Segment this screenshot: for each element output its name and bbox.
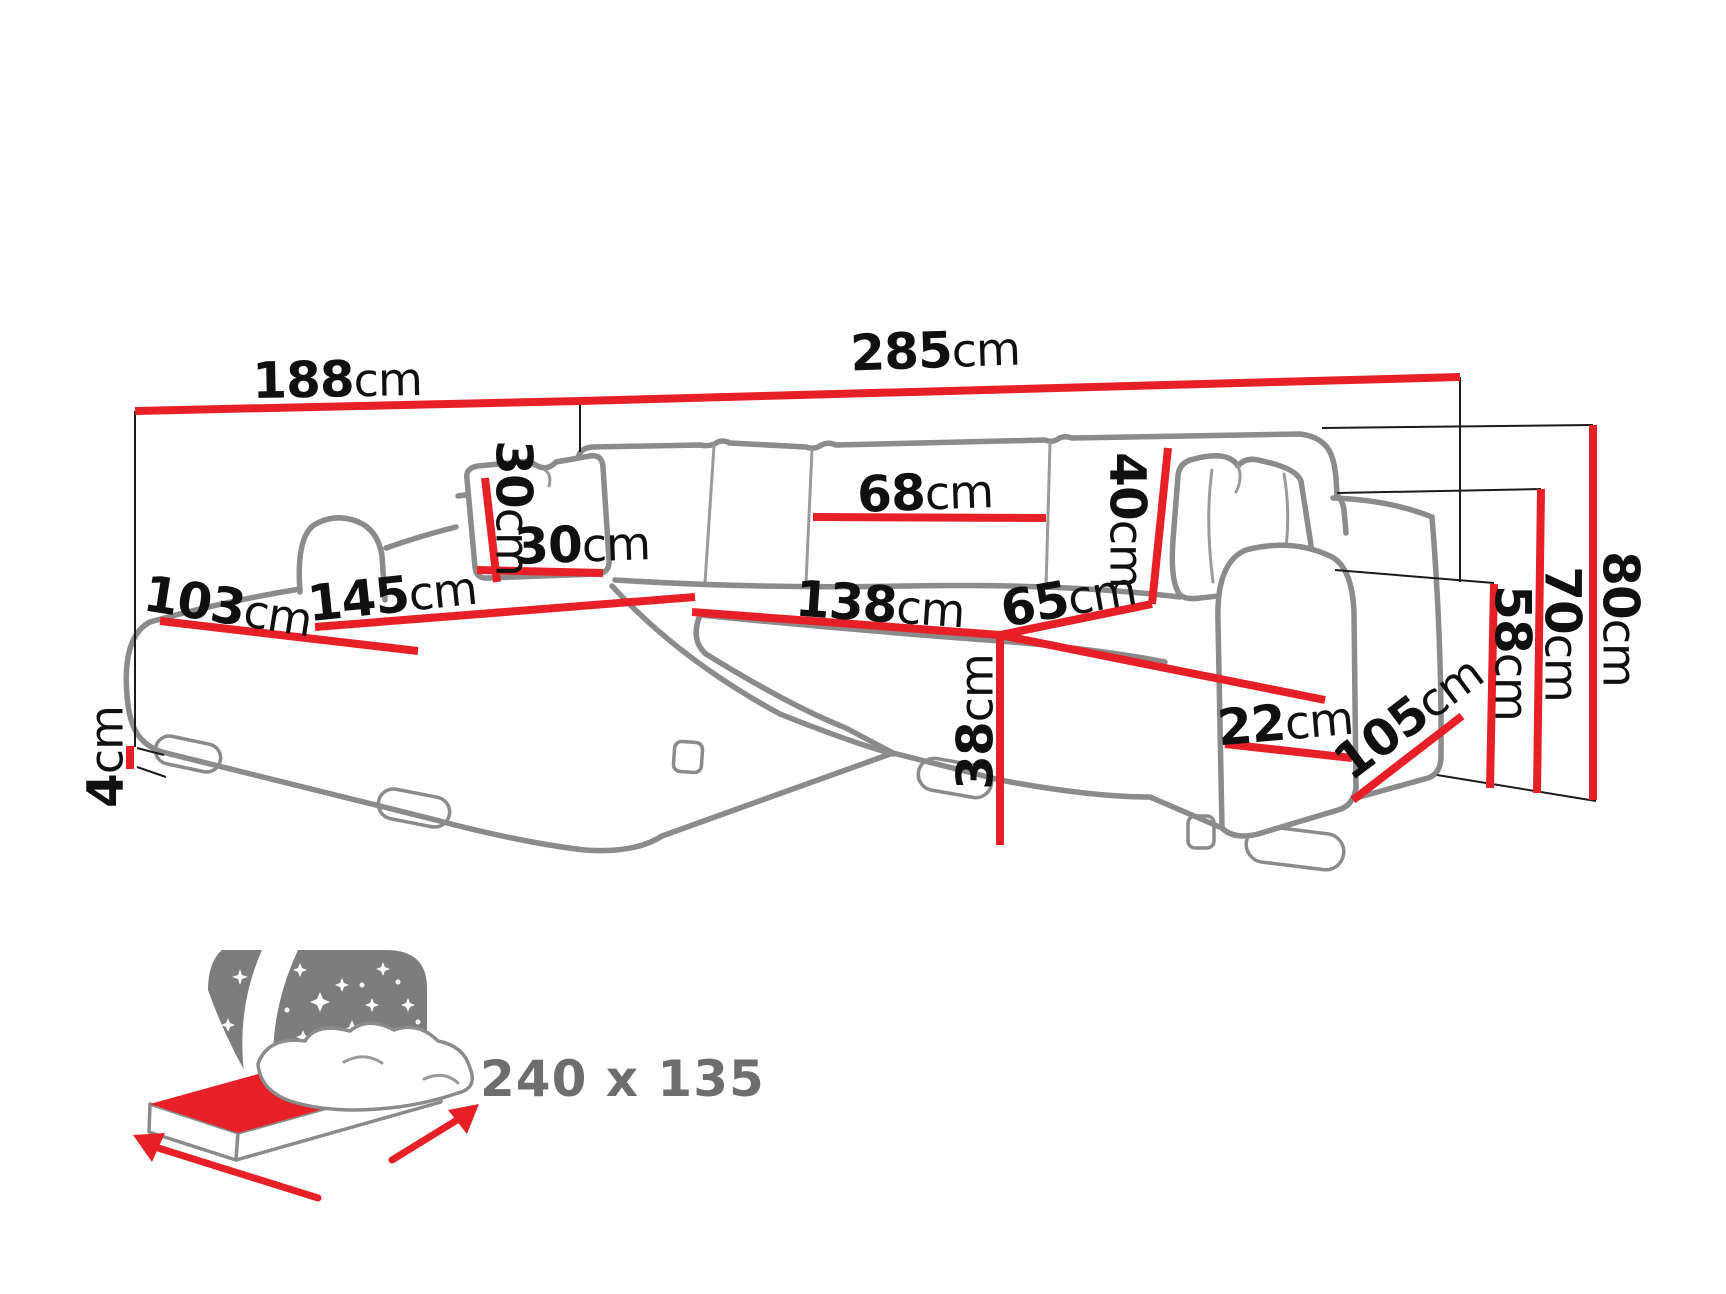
seat-front-corner [693,612,896,756]
label-22cm: 22cm [1215,688,1355,758]
dim-line-65 [999,600,1153,639]
label-145cm: 145cm [305,558,480,633]
cushion-seam [1044,441,1052,590]
chaise-inner-edge [609,583,896,757]
dim-line-105 [1350,712,1465,804]
label-68cm: 68cm [856,461,994,524]
dim-line-40 [1148,447,1172,605]
dimension-lines [126,373,1597,845]
armrest-top-far-edge [1330,495,1435,520]
chaise-outline [123,619,896,854]
seat-front-top-edge [697,612,1168,665]
seat-back-edge [612,577,1183,600]
label-65cm: 65cm [996,558,1140,639]
unfold-arrow-head-right [448,1104,479,1134]
sofa-drawing [123,431,1444,872]
label-30cm-vertical: 30cm [485,440,543,576]
label-80cm: 80cm [1592,551,1650,687]
dim-line-103 [159,617,419,655]
dimension-labels: 188cm 285cm 30cm 30cm 68cm 40cm 103cm 14… [77,319,1650,808]
cushion-seam [804,448,814,585]
leg [1244,824,1346,872]
blanket-fold [342,1055,384,1065]
dim-line-22 [1224,740,1353,762]
front-bottom-edge [890,750,1225,831]
dim-line-30v [481,477,501,583]
sleeping-function-icon: 240 x 135 [133,950,765,1202]
label-30cm-horizontal: 30cm [513,513,651,576]
dim-line-145 [314,593,696,631]
pillow-left [463,452,612,581]
chaise-armrest-ledge [383,524,459,551]
chaise-top-edge [147,586,303,625]
blanket [256,1021,474,1112]
label-103cm: 103cm [140,565,316,649]
ext-4cm-top [136,747,165,756]
unfold-arrow-shaft-right [388,1113,466,1164]
ext-80 [1321,424,1594,429]
bed-size-label: 240 x 135 [480,1050,765,1108]
unfold-arrow-shaft-left [151,1143,322,1202]
label-38cm: 38cm [947,654,1005,790]
dim-line-188 [134,397,581,415]
label-138cm: 138cm [793,570,966,640]
ext-70 [1336,488,1542,494]
leg [916,756,994,800]
dim-line-285 [579,373,1461,405]
blanket-fold [422,1073,460,1085]
unfold-arrow-head-left [133,1133,165,1162]
label-70cm: 70cm [1534,566,1592,702]
cushion-seam [703,444,716,585]
label-58cm: 58cm [1484,585,1542,721]
pillow-left-fold [543,468,552,488]
chaise-armrest [296,515,388,603]
dim-line-68 [812,513,1047,522]
label-285cm: 285cm [849,319,1020,383]
backrest-top-edge [563,431,1349,536]
ext-58 [1334,569,1495,584]
crescent-cut [242,950,298,1107]
label-188cm: 188cm [252,349,422,410]
dim-line-58 [1486,583,1498,789]
ext-floor [1436,774,1597,802]
pillow-right-fold [1234,464,1242,494]
leg [671,739,705,775]
label-4cm: 4cm [77,706,135,808]
dim-line-seat-front [999,631,1326,704]
dim-line-138 [691,608,1001,639]
ext-4cm-bottom [136,766,167,778]
pillow-right-fold [1207,468,1215,584]
dim-line-30h [476,566,604,577]
sofa-right-side [1353,514,1444,801]
dim-line-70 [1533,488,1545,794]
extension-lines [134,377,1597,802]
label-40cm: 40cm [1099,452,1157,588]
